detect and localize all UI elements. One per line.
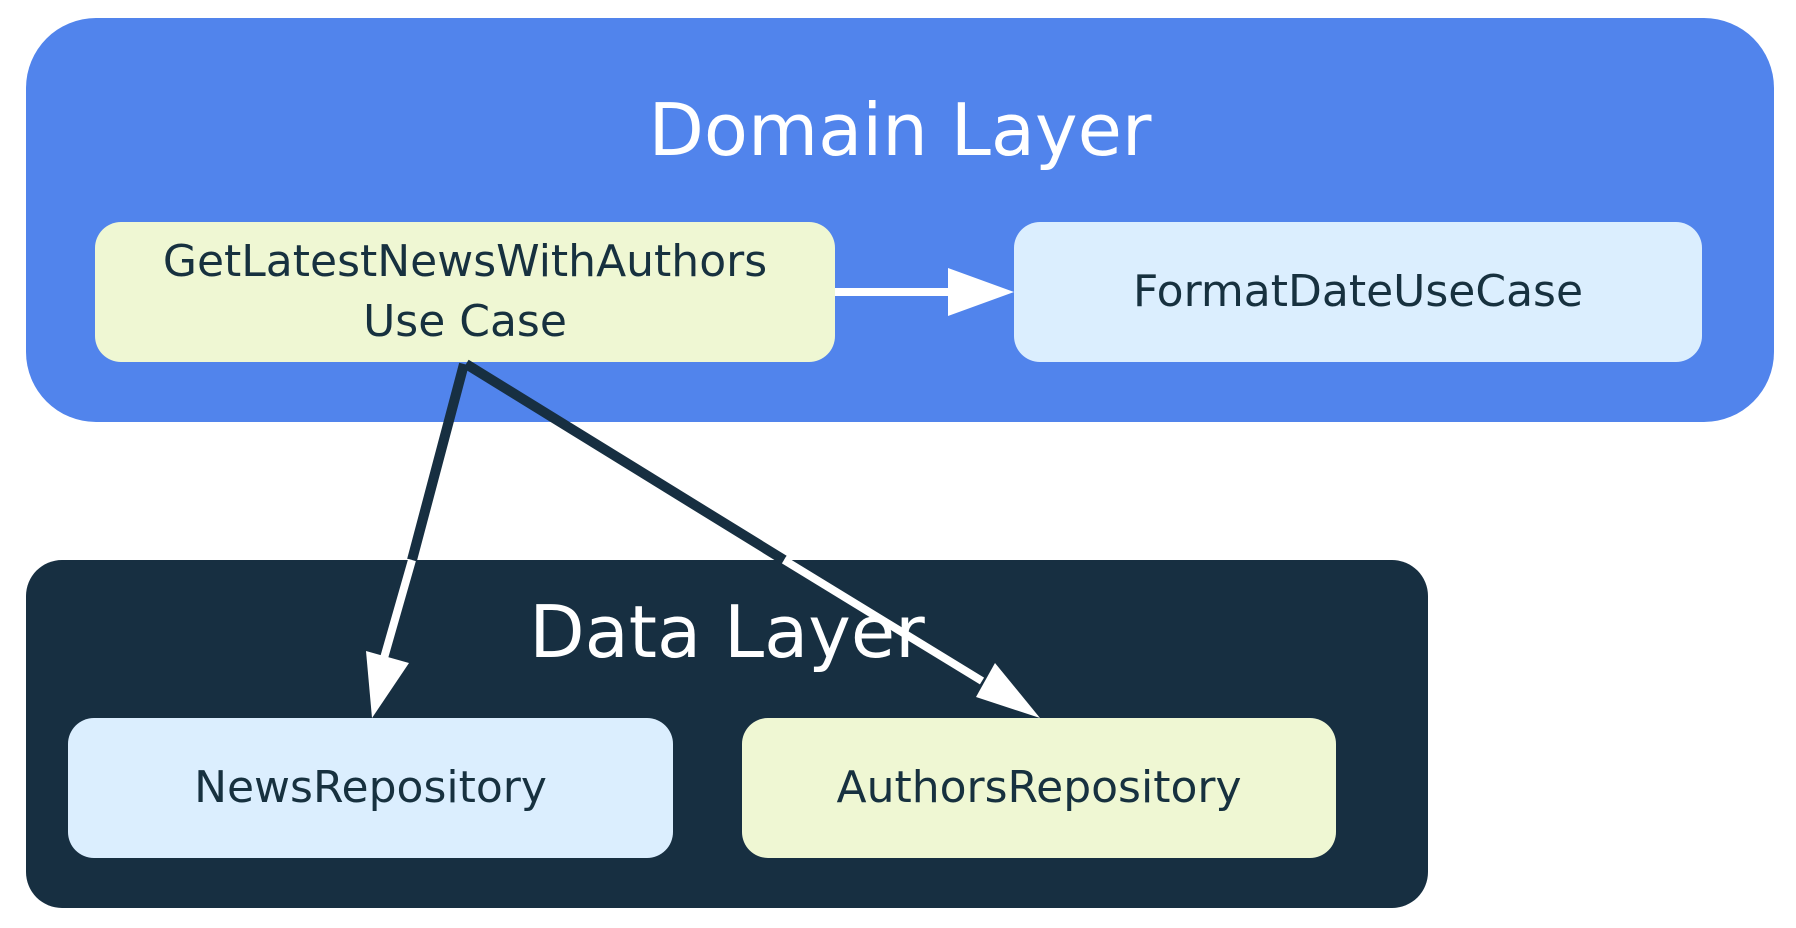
node-label: AuthorsRepository [836, 762, 1242, 813]
news-repository-node: NewsRepository [68, 718, 673, 858]
format-date-use-case-node: FormatDateUseCase [1014, 222, 1702, 362]
node-label-line-1: GetLatestNewsWithAuthors [162, 236, 768, 287]
node-label-line-2: Use Case [363, 296, 567, 347]
domain-layer-title: Domain Layer [648, 88, 1152, 172]
authors-repository-node: AuthorsRepository [742, 718, 1336, 858]
node-label: FormatDateUseCase [1132, 266, 1584, 317]
data-layer-title: Data Layer [529, 590, 925, 674]
get-latest-news-with-authors-use-case-node: GetLatestNewsWithAuthors Use Case [95, 222, 835, 362]
node-label: NewsRepository [194, 762, 547, 813]
